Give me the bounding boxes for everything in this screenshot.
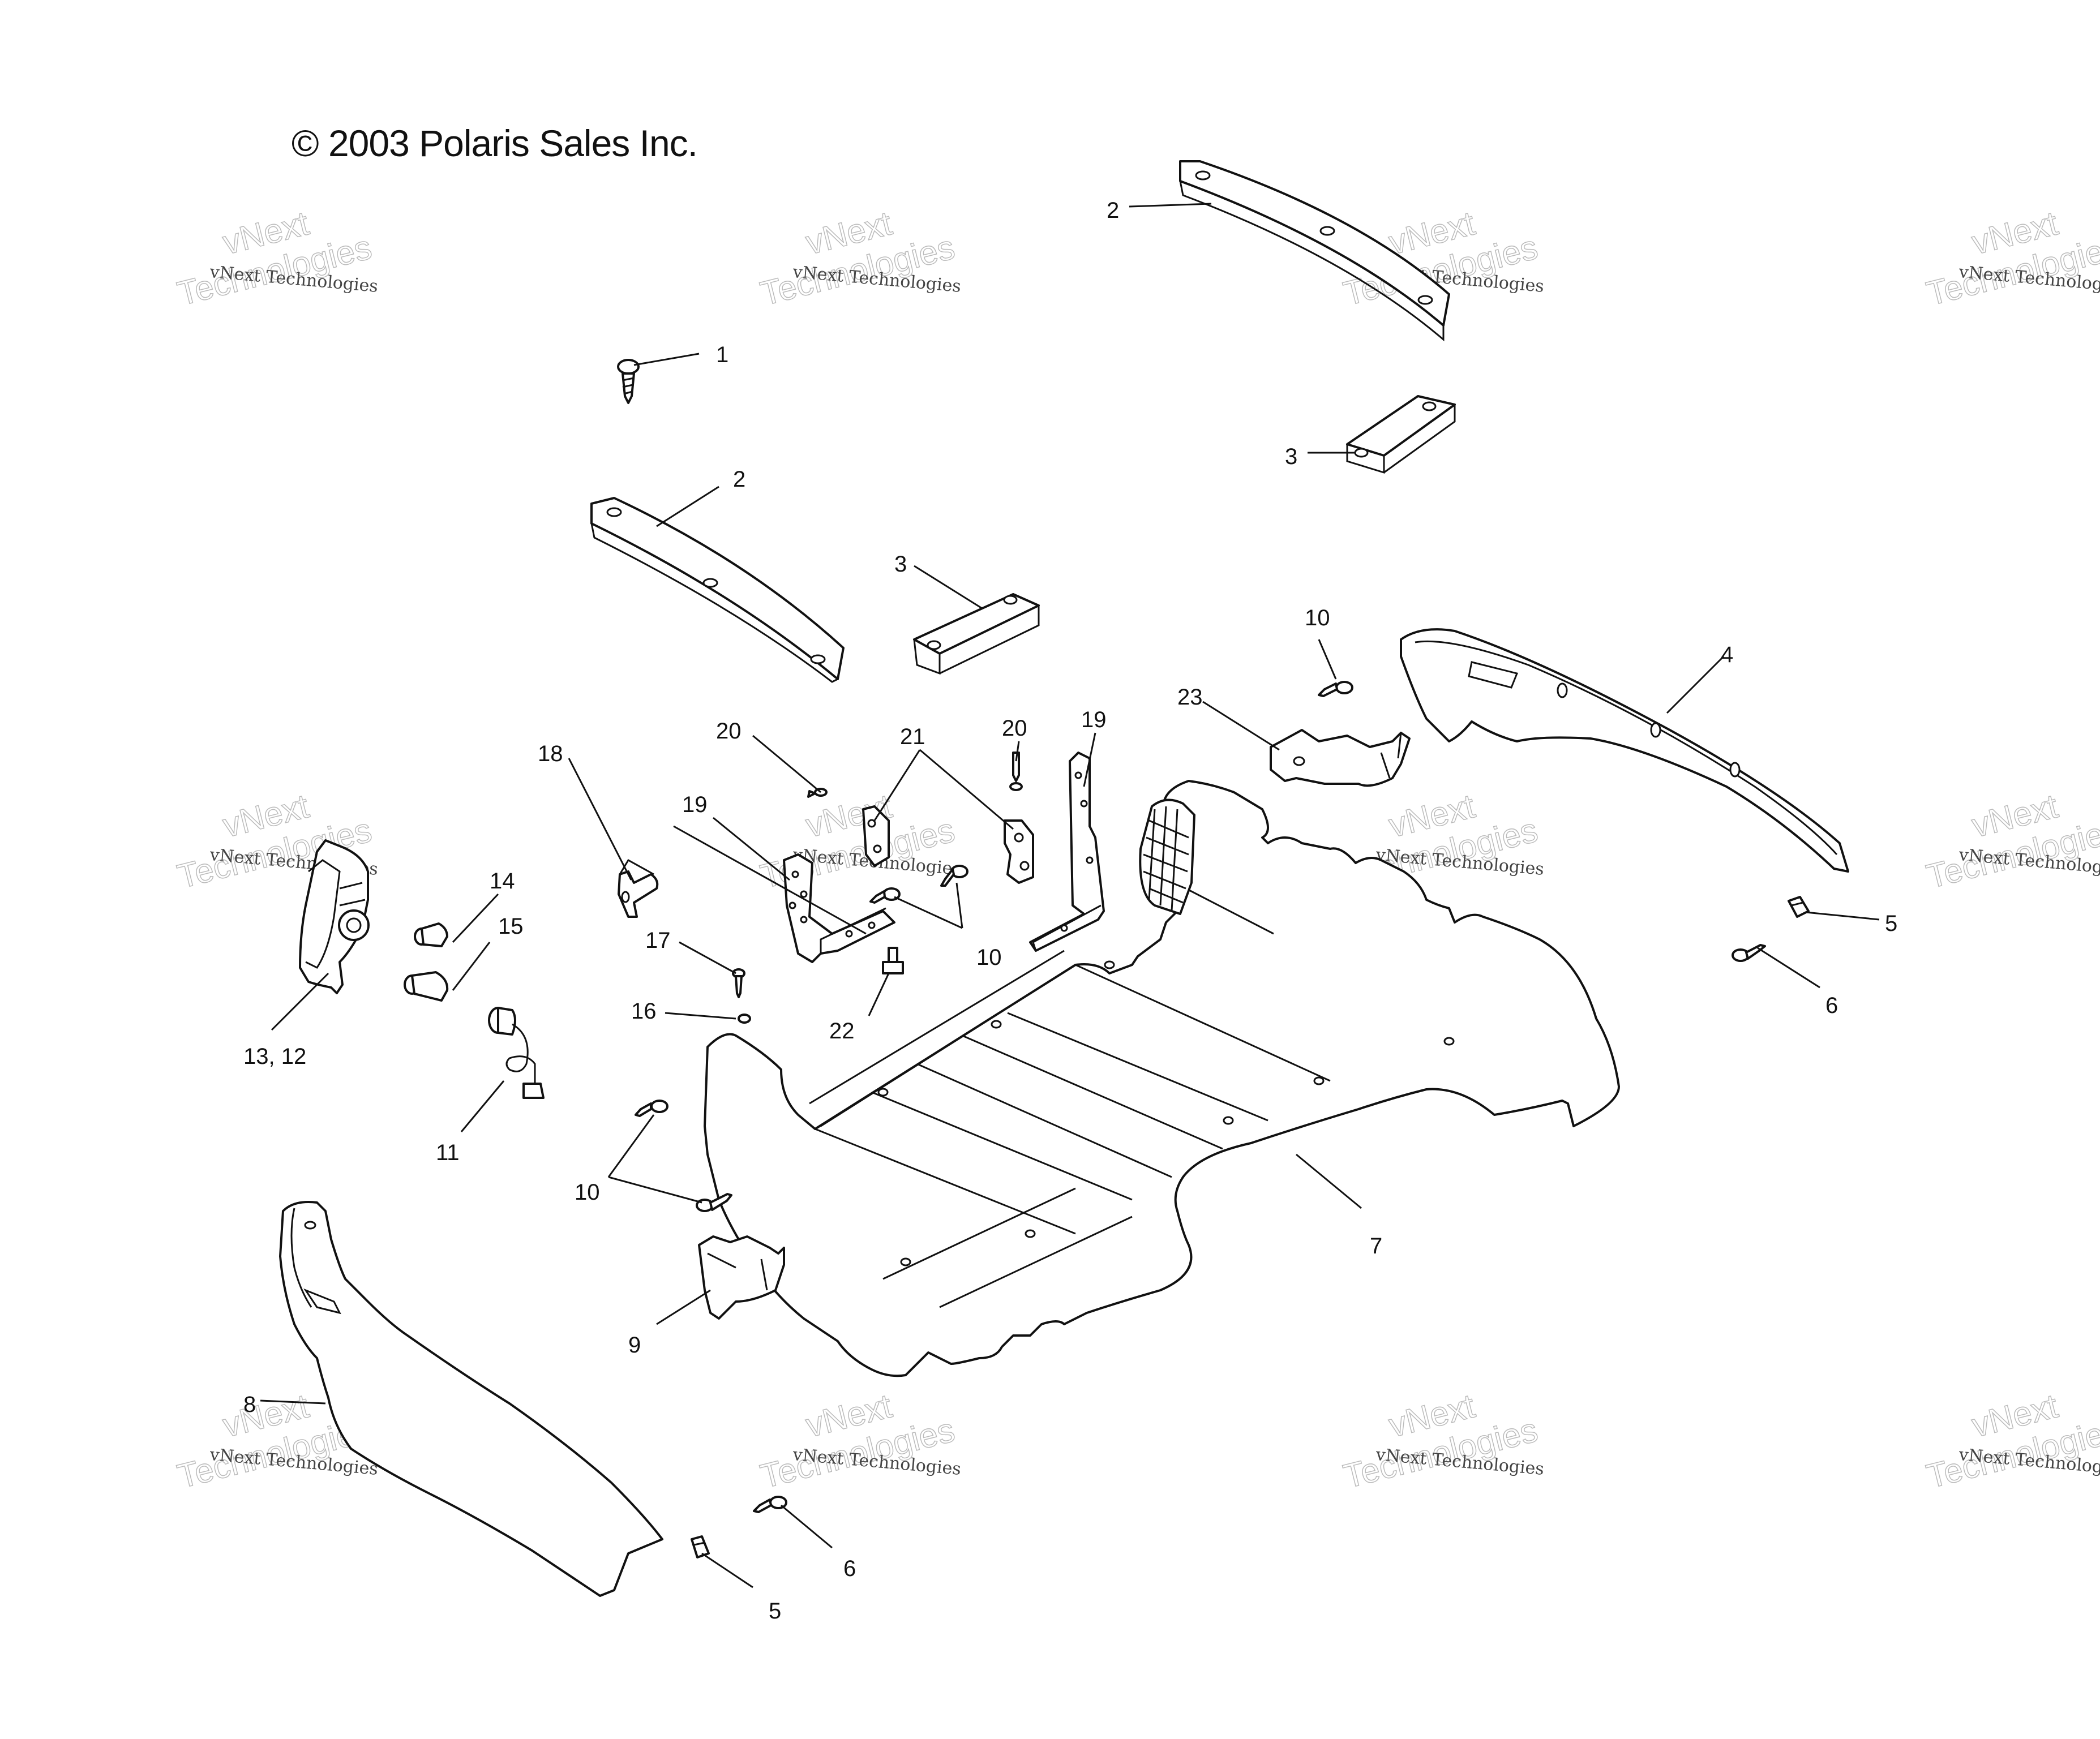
part-20-screw-right[interactable]	[1009, 752, 1023, 791]
part-16-nut[interactable]	[738, 1014, 751, 1024]
part-10-screw-e[interactable]	[940, 865, 968, 887]
part-20-screw-left[interactable]	[807, 788, 828, 798]
callout-10-upper: 10	[1305, 606, 1330, 630]
callout-10-lower: 10	[575, 1180, 600, 1205]
callout-6-right: 6	[1825, 993, 1838, 1018]
part-2-crossbar-upper[interactable]	[1179, 160, 1450, 342]
part-18-bracket[interactable]	[618, 858, 659, 918]
callout-18: 18	[538, 741, 563, 766]
part-14-bulb[interactable]	[414, 922, 448, 947]
part-10-screw-a[interactable]	[1318, 681, 1353, 697]
part-21-bracket-left[interactable]	[862, 805, 890, 867]
part-7-rear-body-panel[interactable]	[704, 780, 1620, 1377]
part-19-bracket-right[interactable]	[1029, 752, 1105, 952]
part-4-side-rail-right[interactable]	[1400, 628, 1849, 873]
callout-20-left: 20	[716, 719, 742, 744]
callout-7: 7	[1370, 1234, 1382, 1259]
copyright-notice: © 2003 Polaris Sales Inc.	[292, 122, 698, 164]
part-8-bumper-front[interactable]	[279, 1201, 663, 1597]
part-9-bracket[interactable]	[698, 1235, 785, 1320]
callout-5-right: 5	[1885, 911, 1897, 936]
callout-20-right: 20	[1002, 716, 1027, 741]
part-3-bracket-lower[interactable]	[913, 593, 1040, 675]
part-15-bulb[interactable]	[404, 971, 449, 1002]
callout-3-upper: 3	[1285, 444, 1297, 469]
callout-15: 15	[498, 914, 524, 939]
part-10-screw-b[interactable]	[635, 1100, 668, 1117]
callout-13-12: 13, 12	[243, 1044, 306, 1069]
part-10-screw-d[interactable]	[869, 887, 901, 904]
callout-4: 4	[1721, 642, 1733, 667]
part-21-bracket-right[interactable]	[1004, 819, 1034, 884]
callout-1: 1	[716, 342, 728, 367]
callout-2-lower: 2	[733, 467, 745, 492]
part-1-screw[interactable]	[617, 359, 640, 404]
callout-5-bottom: 5	[769, 1599, 781, 1624]
part-2-crossbar-lower[interactable]	[590, 497, 845, 683]
part-22-stud[interactable]	[882, 947, 904, 974]
part-6-screw-right[interactable]	[1732, 944, 1766, 962]
callout-16: 16	[631, 999, 657, 1024]
callout-10-mid: 10	[976, 945, 1002, 970]
callout-3-lower: 3	[894, 552, 907, 577]
callout-8: 8	[243, 1392, 256, 1417]
callout-6-bottom: 6	[843, 1556, 856, 1581]
callout-23: 23	[1177, 685, 1203, 710]
callout-14: 14	[490, 869, 515, 894]
callout-numbers: 2 1 2 3 3 10 4 23 5 6 18 19 20 21 20 19 …	[243, 198, 1897, 1624]
part-5-clip-bottom[interactable]	[691, 1535, 710, 1558]
callout-19-left: 19	[682, 792, 708, 817]
part-19-bracket-left[interactable]	[783, 853, 895, 963]
part-10-screw-c[interactable]	[696, 1193, 732, 1212]
part-13-12-lamp-housing[interactable]	[299, 839, 370, 994]
leader-lines	[260, 203, 1880, 1588]
callout-21: 21	[900, 724, 925, 749]
callout-22: 22	[829, 1019, 855, 1044]
callout-2-upper: 2	[1107, 198, 1119, 223]
part-11-socket-harness[interactable]	[488, 1007, 545, 1099]
part-3-bracket-upper[interactable]	[1346, 395, 1456, 474]
callout-11: 11	[436, 1140, 460, 1165]
callout-19-right: 19	[1081, 707, 1107, 732]
part-5-clip-right[interactable]	[1788, 896, 1810, 918]
part-17-screw[interactable]	[732, 968, 745, 998]
part-23-bracket[interactable]	[1270, 729, 1411, 787]
callout-9: 9	[628, 1333, 641, 1358]
part-6-screw-bottom[interactable]	[753, 1496, 787, 1513]
callout-17: 17	[645, 928, 671, 953]
